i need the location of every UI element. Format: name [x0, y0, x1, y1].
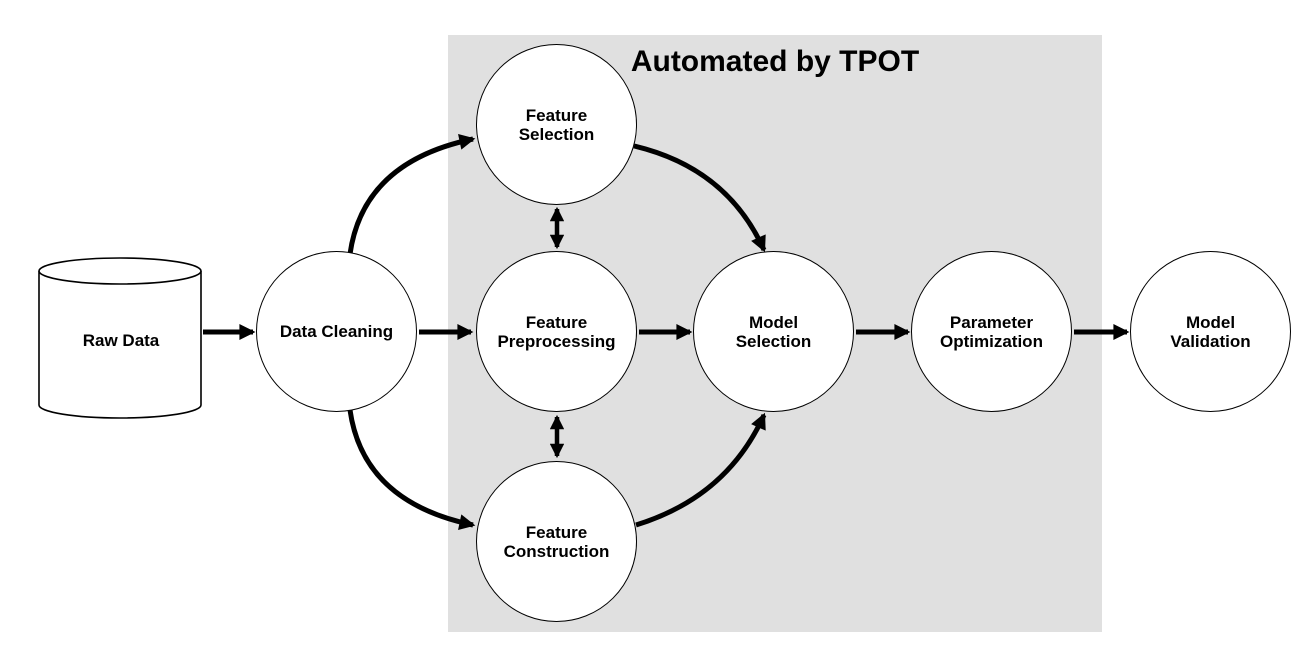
node-data-cleaning: Data Cleaning — [256, 251, 417, 412]
model-selection-label: Model Selection — [735, 312, 812, 351]
node-feature-selection: Feature Selection — [476, 44, 637, 205]
edge-feature-selection-to-model-selection — [633, 143, 767, 253]
node-feature-preprocessing: Feature Preprocessing — [476, 251, 637, 412]
node-feature-construction: Feature Construction — [476, 461, 637, 622]
parameter-optimization-label: Parameter Optimization — [940, 312, 1043, 351]
raw-data-cylinder — [38, 257, 202, 419]
feature-preprocessing-label: Feature Preprocessing — [497, 312, 616, 351]
node-model-validation: Model Validation — [1130, 251, 1291, 412]
data-cleaning-label: Data Cleaning — [279, 322, 394, 341]
node-parameter-optimization: Parameter Optimization — [911, 251, 1072, 412]
edge-feature-construction-to-model-selection — [635, 412, 767, 528]
feature-construction-label: Feature Construction — [503, 522, 610, 561]
model-validation-label: Model Validation — [1170, 312, 1251, 351]
node-model-selection: Model Selection — [693, 251, 854, 412]
edge-data-cleaning-to-feature-construction — [347, 409, 476, 531]
raw-data-label-text: Raw Data — [82, 331, 160, 350]
node-raw-data-label: Raw Data — [46, 331, 196, 351]
feature-selection-label: Feature Selection — [518, 105, 595, 144]
region-title: Automated by TPOT — [630, 45, 920, 78]
edge-data-cleaning-to-feature-selection — [347, 133, 476, 255]
